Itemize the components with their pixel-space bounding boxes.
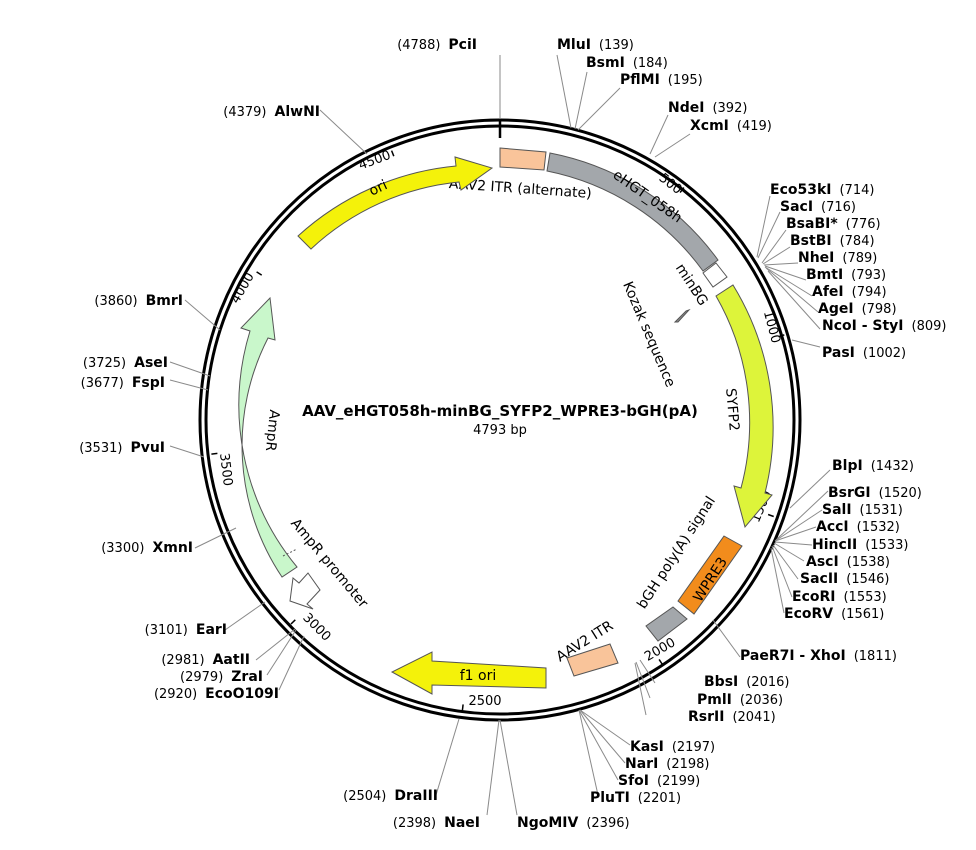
site-ngomiv[interactable]: NgoMIV(2396) [517,815,630,831]
site-sali[interactable]: SalI(1531) [822,502,903,518]
site-asei[interactable]: (3725)AseI [83,355,168,371]
feature-ampr-promoter[interactable]: AmpR promoter [287,516,371,612]
site-ecorv[interactable]: EcoRV(1561) [784,606,884,622]
site-nhei[interactable]: NheI(789) [798,250,877,266]
site-eari[interactable]: (3101)EarI [145,622,227,638]
site-pasi[interactable]: PasI(1002) [822,345,906,361]
site-pcii[interactable]: (4788)PciI [397,37,477,53]
site-zrai[interactable]: (2979)ZraI [180,669,263,685]
plasmid-center-label: AAV_eHGT058h-minBG_SYFP2_WPRE3-bGH(pA) 4… [302,402,698,438]
site-sfoi[interactable]: SfoI(2199) [618,773,700,789]
site-mlui[interactable]: MluI(139) [557,37,634,53]
site-pvui[interactable]: (3531)PvuI [79,440,165,456]
tick-label-2500: 2500 [468,694,501,709]
site-fspi[interactable]: (3677)FspI [81,375,165,391]
site-leader-lines [169,54,831,816]
site-saci[interactable]: SacI(716) [780,199,856,215]
site-bmri[interactable]: (3860)BmrI [94,293,183,309]
site-nari[interactable]: NarI(2198) [625,756,710,772]
site-bbsi[interactable]: BbsI(2016) [704,674,789,690]
site-acci[interactable]: AccI(1532) [816,519,900,535]
site-bsrgi[interactable]: BsrGI(1520) [828,485,922,501]
feature-label-syfp2: SYFP2 [722,388,742,432]
feature-kozak-sequence[interactable]: Kozak sequence [619,279,691,390]
site-agei[interactable]: AgeI(798) [818,301,897,317]
site-bmti[interactable]: BmtI(793) [806,267,886,283]
site-sacii[interactable]: SacII(1546) [800,571,889,587]
feature-label-kozak-sequence: Kozak sequence [619,279,678,389]
feature-label-ori: ori [367,177,390,199]
site-eco53ki[interactable]: Eco53kI(714) [770,182,874,198]
tick-label-3500: 3500 [216,452,235,487]
site-afei[interactable]: AfeI(794) [812,284,887,300]
site-ndei[interactable]: NdeI(392) [668,100,747,116]
features: AAV2 ITR (alternate) eHGT_058h minBG Koz… [238,147,774,695]
site-naei[interactable]: (2398)NaeI [393,815,480,831]
site-bsmi[interactable]: BsmI(184) [586,55,668,71]
feature-ehgt-058h[interactable]: eHGT_058h [546,152,719,272]
site-paer7i-xhoi[interactable]: PaeR7I - XhoI(1811) [740,648,897,664]
feature-ampr[interactable]: AmpR [238,296,298,578]
feature-aav2-itr[interactable]: AAV2 ITR [554,618,619,677]
site-pflmi[interactable]: PflMI(195) [620,72,703,88]
site-ecoo109i[interactable]: (2920)EcoO109I [154,686,279,702]
plasmid-length: 4793 bp [473,423,527,438]
tick-2500: 2500 [461,694,502,711]
site-aatii[interactable]: (2981)AatII [161,652,250,668]
site-hincii[interactable]: HincII(1533) [812,537,908,553]
site-xmni[interactable]: (3300)XmnI [101,540,193,556]
plasmid-name: AAV_eHGT058h-minBG_SYFP2_WPRE3-bGH(pA) [302,402,698,420]
restriction-sites: (4788)PciI MluI(139) BsmI(184) PflMI(195… [79,37,946,831]
feature-label-f1-ori: f1 ori [460,668,497,684]
site-rsrii[interactable]: RsrII(2041) [688,709,776,725]
tick-3500: 3500 [211,452,235,487]
site-alwni[interactable]: (4379)AlwNI [223,104,320,120]
site-pmli[interactable]: PmlI(2036) [697,692,783,708]
feature-ori[interactable]: ori [297,156,494,250]
site-bsabi[interactable]: BsaBI*(776) [786,216,881,232]
feature-f1-ori[interactable]: f1 ori [390,651,547,695]
feature-label-ampr: AmpR [262,409,282,453]
site-asci[interactable]: AscI(1538) [806,554,890,570]
site-ecori[interactable]: EcoRI(1553) [792,589,887,605]
site-blpi[interactable]: BlpI(1432) [832,458,914,474]
tick-label-4500: 4500 [357,148,393,173]
site-ncoi-styi[interactable]: NcoI - StyI(809) [822,318,946,334]
site-xcmi[interactable]: XcmI(419) [690,118,772,134]
site-draiii[interactable]: (2504)DraIII [343,788,438,804]
site-pluti[interactable]: PluTI(2201) [590,790,681,806]
feature-syfp2[interactable]: SYFP2 [715,284,774,529]
tick-label-4000: 4000 [228,270,258,306]
site-bstbi[interactable]: BstBI(784) [790,233,875,249]
site-kasi[interactable]: KasI(2197) [630,739,715,755]
tick-4000: 4000 [228,270,263,306]
